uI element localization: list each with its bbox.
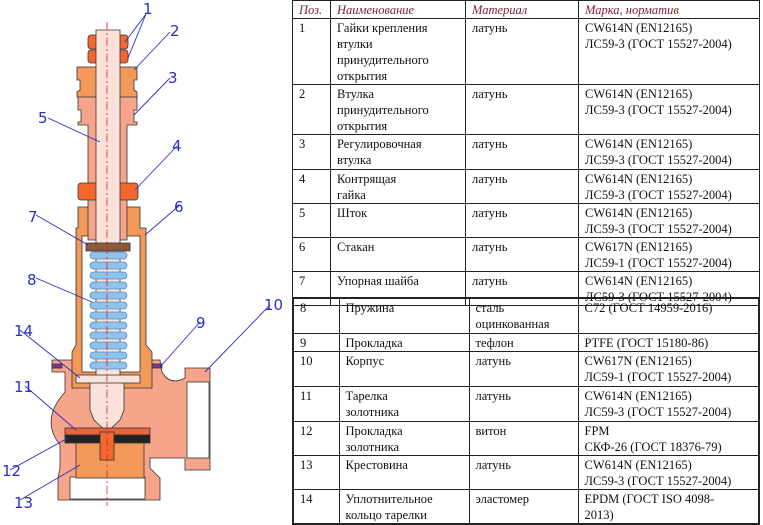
cell-mark: CW614N (EN12165) ЛС59-3 (ГОСТ 15527-2004…	[578, 18, 760, 85]
cell-name: Регулировочная втулка	[330, 134, 466, 170]
callout-7: 7	[28, 208, 38, 226]
cell-material: тефлон	[468, 332, 579, 352]
table-header-row: Поз. Наименование Материал Марка, нормат…	[292, 0, 760, 19]
header-mark: Марка, норматив	[578, 0, 760, 19]
callout-9: 9	[196, 314, 206, 332]
cell-material: витон	[468, 420, 579, 456]
cell-pos: 1	[292, 18, 331, 85]
cell-name: Втулка принудительного открытия	[330, 84, 466, 135]
cell-material: латунь	[468, 385, 579, 422]
cell-name: Крестовина	[338, 454, 470, 490]
cell-pos: 10	[292, 350, 340, 387]
callout-10: 10	[264, 296, 283, 314]
cell-name: Шток	[330, 203, 466, 238]
cell-name: Прокладка золотника	[338, 420, 470, 456]
cell-name: Корпус	[338, 350, 470, 387]
cell-mark: CW614N (EN12165) ЛС59-3 (ГОСТ 15527-2004…	[578, 134, 760, 170]
cell-material: латунь	[465, 134, 579, 170]
gasket-part-9	[151, 363, 163, 369]
cell-mark: CW614N (EN12165) ЛС59-3 (ГОСТ 15527-2004…	[577, 454, 760, 490]
cell-mark: FPM СКФ-26 (ГОСТ 18376-79)	[577, 420, 760, 456]
cell-pos: 8	[292, 297, 340, 334]
cell-mark: С72 (ГОСТ 14959-2016)	[577, 297, 760, 334]
cell-name: Прокладка	[338, 332, 470, 352]
cell-name: Стакан	[330, 237, 466, 272]
cell-name: Контрящая гайка	[330, 169, 466, 204]
callout-1: 1	[143, 0, 153, 18]
cell-mark: CW617N (EN12165) ЛС59-1 (ГОСТ 15527-2004…	[578, 237, 760, 272]
cell-material: латунь	[465, 84, 579, 135]
cell-name: Гайки крепления втулки принудительного о…	[330, 18, 466, 85]
valve-cross-section-drawing: 1 2 3 4 5 6 7 8 9 10 11 12 13 14	[2, 0, 283, 512]
cell-mark: EPDM (ГОСТ ISO 4098- 2013)	[577, 488, 760, 524]
header-name: Наименование	[330, 0, 466, 19]
cell-material: латунь	[468, 454, 579, 490]
cell-pos: 6	[292, 237, 331, 272]
cell-material: латунь	[465, 18, 579, 85]
callout-3: 3	[168, 69, 178, 87]
cell-pos: 5	[292, 203, 331, 238]
callout-8: 8	[27, 271, 37, 289]
cell-pos: 2	[292, 84, 331, 135]
callout-6: 6	[174, 198, 184, 216]
cell-material: эластомер	[468, 488, 579, 524]
spring-part-8	[89, 251, 128, 370]
callout-4: 4	[172, 137, 182, 155]
parts-table-1: Поз. Наименование Материал Марка, нормат…	[292, 0, 760, 306]
ring-part-14	[75, 374, 141, 384]
cell-pos: 11	[292, 385, 340, 422]
cell-mark: CW614N (EN12165) ЛС59-3 (ГОСТ 15527-2004…	[578, 169, 760, 204]
cell-material: латунь	[465, 237, 579, 272]
callout-14: 14	[14, 322, 33, 340]
cell-material: латунь	[465, 203, 579, 238]
cell-name: Тарелка золотника	[338, 385, 470, 422]
cell-mark: CW614N (EN12165) ЛС59-3 (ГОСТ 15527-2004…	[578, 203, 760, 238]
cell-pos: 13	[292, 454, 340, 490]
callout-5: 5	[38, 109, 48, 127]
cell-mark: PTFE (ГОСТ 15180-86)	[577, 332, 760, 352]
leader-lines	[9, 13, 271, 501]
header-pos: Поз.	[292, 0, 331, 19]
cell-pos: 12	[292, 420, 340, 456]
cell-material: сталь оцинкованная	[468, 297, 579, 334]
cell-mark: CW617N (EN12165) ЛС59-1 (ГОСТ 15527-2004…	[577, 350, 760, 387]
callout-2: 2	[170, 22, 180, 40]
cell-material: латунь	[465, 169, 579, 204]
header-material: Материал	[465, 0, 579, 19]
callout-13: 13	[14, 494, 33, 512]
callout-12: 12	[2, 462, 21, 480]
cell-name: Уплотнительное кольцо тарелки	[338, 488, 470, 524]
cell-pos: 3	[292, 134, 331, 170]
cell-pos: 14	[292, 488, 340, 524]
cell-material: латунь	[468, 350, 579, 387]
cell-mark: CW614N (EN12165) ЛС59-3 (ГОСТ 15527-2004…	[577, 385, 760, 422]
cell-pos: 4	[292, 169, 331, 204]
cell-name: Пружина	[338, 297, 470, 334]
callout-11: 11	[14, 378, 33, 396]
washer-part-7	[85, 242, 131, 252]
cell-pos: 9	[292, 332, 340, 352]
cell-mark: CW614N (EN12165) ЛС59-3 (ГОСТ 15527-2004…	[578, 84, 760, 135]
